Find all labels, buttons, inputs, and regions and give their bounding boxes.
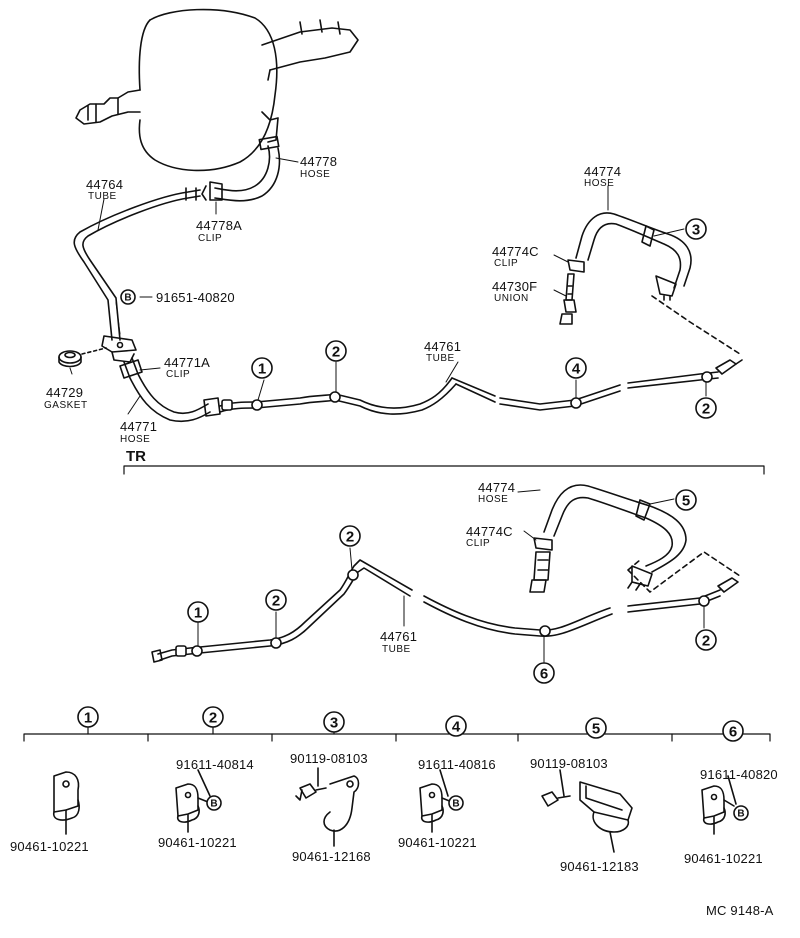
- hose-44771: [119, 357, 221, 423]
- hose-44778: [214, 135, 281, 202]
- label-44778: 44778: [300, 154, 338, 169]
- callout-4-a: 4: [572, 361, 581, 378]
- union-bottom: [529, 551, 551, 593]
- label-tr: TR: [126, 448, 146, 465]
- callout-2-d: 2: [272, 593, 280, 610]
- clip-44778A: [201, 181, 223, 201]
- detail-4-part-a: 91611-40816: [418, 757, 496, 772]
- label-44730F: 44730F: [492, 279, 538, 294]
- detail-6-part-a: 91611-40820: [700, 767, 778, 782]
- detail-header-3: 3: [330, 715, 338, 732]
- label-44761-bottom-sub: TUBE: [382, 644, 411, 655]
- label-44774C-top-sub: CLIP: [494, 258, 519, 269]
- bolt-mark-top: B: [124, 293, 131, 304]
- label-44729-sub: GASKET: [44, 400, 88, 411]
- detail-4-part-b: 90461-10221: [398, 835, 477, 850]
- detail-bracket-5: [541, 769, 633, 853]
- label-44774-top: 44774: [584, 164, 622, 179]
- label-44774C-bottom-sub: CLIP: [466, 538, 491, 549]
- tube-44761-top: [219, 359, 743, 415]
- bracket: [101, 335, 137, 363]
- detail-header-6: 6: [729, 724, 737, 741]
- label-44771-sub: HOSE: [120, 434, 151, 445]
- label-44774C-bottom: 44774C: [466, 524, 513, 539]
- label-44774-bottom: 44774: [478, 480, 516, 495]
- bolt-mark-2: B: [210, 799, 217, 810]
- detail-5-part-b: 90461-12183: [560, 859, 639, 874]
- label-44729: 44729: [46, 385, 84, 400]
- label-44764: 44764: [86, 177, 124, 192]
- label-44730F-sub: UNION: [494, 293, 529, 304]
- callout-5-a: 5: [682, 493, 690, 510]
- callout-2-e: 2: [702, 633, 710, 650]
- label-44764-sub: TUBE: [88, 191, 117, 202]
- label-44774-top-sub: HOSE: [584, 178, 615, 189]
- label-44778A-sub: CLIP: [198, 233, 223, 244]
- callout-2-c: 2: [346, 529, 354, 546]
- hose-44774-top: [575, 212, 692, 301]
- brake-booster: [75, 8, 359, 172]
- detail-3-part-a: 90119-08103: [290, 751, 368, 766]
- detail-2-part-a: 91611-40814: [176, 757, 254, 772]
- tube-clamps-bottom: [175, 569, 710, 657]
- label-44778A: 44778A: [196, 218, 243, 233]
- union-44730F: [559, 273, 577, 325]
- clip-44774C-top: [567, 259, 585, 273]
- detail-clamp-3: [295, 767, 360, 847]
- detail-header-1: 1: [84, 710, 92, 727]
- label-44761-top: 44761: [424, 339, 462, 354]
- label-44778-sub: HOSE: [300, 169, 331, 180]
- callout-2-a: 2: [332, 344, 340, 361]
- detail-clamp-1: [52, 771, 80, 835]
- tube-44761-bottom: [151, 559, 739, 663]
- callout-markers: 1 2 4 2 3 2 1 2 5 6 2 1 2 3 4 5 6 B B B …: [77, 218, 749, 821]
- bolt-mark-4: B: [452, 799, 459, 810]
- detail-bracket: [23, 733, 771, 742]
- label-91651-40820: 91651-40820: [156, 290, 235, 305]
- detail-3-part-b: 90461-12168: [292, 849, 371, 864]
- callout-6-a: 6: [540, 666, 548, 683]
- gasket-44729: [58, 347, 107, 368]
- label-44771: 44771: [120, 419, 158, 434]
- label-44771A-sub: CLIP: [166, 369, 191, 380]
- callout-1-a: 1: [258, 361, 266, 378]
- label-44761-top-sub: TUBE: [426, 353, 455, 364]
- diagram-code: MC 9148-A: [706, 903, 774, 918]
- hose-44774-bottom: [543, 484, 687, 591]
- detail-2-part-b: 90461-10221: [158, 835, 237, 850]
- detail-6-part-b: 90461-10221: [684, 851, 763, 866]
- label-44774-bottom-sub: HOSE: [478, 494, 509, 505]
- detail-header-2: 2: [209, 710, 217, 727]
- callout-1-b: 1: [194, 605, 202, 622]
- detail-header-5: 5: [592, 721, 600, 738]
- label-44774C-top: 44774C: [492, 244, 539, 259]
- label-44761-bottom: 44761: [380, 629, 418, 644]
- detail-clamp-4: [419, 769, 453, 833]
- detail-clamp-2: [175, 769, 211, 833]
- label-44771A: 44771A: [164, 355, 211, 370]
- callout-3-a: 3: [692, 222, 700, 239]
- bolt-mark-6: B: [737, 809, 744, 820]
- detail-1-part-b: 90461-10221: [10, 839, 89, 854]
- callout-2-b: 2: [702, 401, 710, 418]
- tube-clamps-top: [221, 371, 713, 411]
- dashed-link-top: [651, 295, 741, 355]
- tube-44764: [73, 187, 201, 341]
- tr-bracket: [123, 465, 765, 475]
- leader-lines: [69, 157, 707, 663]
- dashed-link-bottom: [627, 551, 741, 593]
- detail-header-4: 4: [452, 719, 461, 736]
- detail-clamp-6: [701, 775, 737, 835]
- detail-5-part-a: 90119-08103: [530, 756, 608, 771]
- clip-44774C-bottom: [533, 537, 553, 551]
